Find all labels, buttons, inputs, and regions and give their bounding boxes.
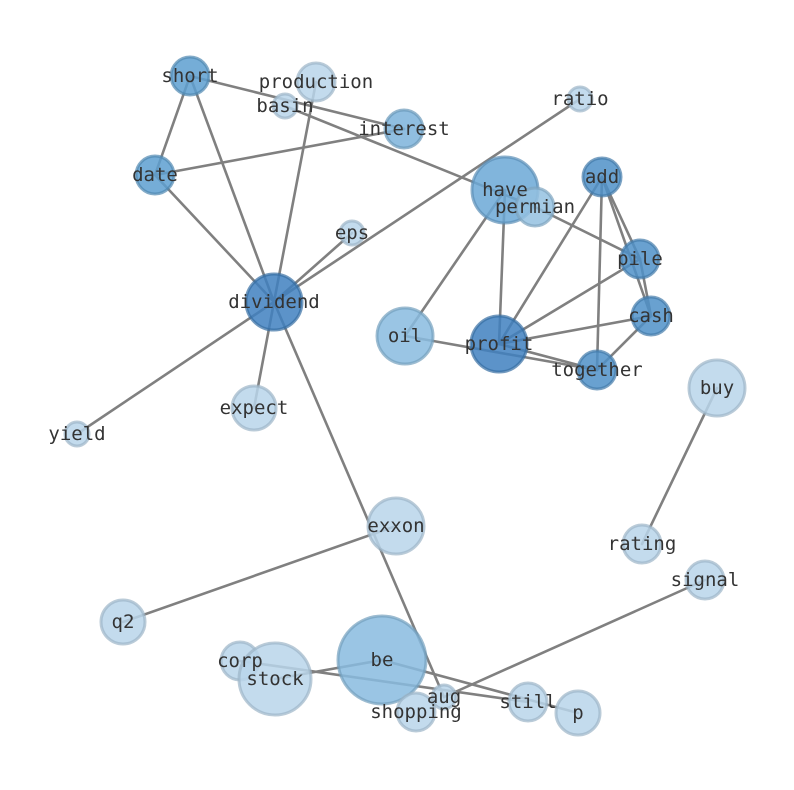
node-label-buy: buy [700,377,734,399]
node-pile [619,238,661,280]
node-permian [514,186,556,228]
node-label-basin: basin [256,95,313,117]
node-label-add: add [585,166,619,188]
node-be [336,614,428,706]
node-label-production: production [259,71,373,93]
edge-exxon-q2 [121,524,398,624]
node-exxon [366,496,426,556]
node-label-shopping: shopping [370,701,462,723]
node-label-exxon: exxon [367,515,424,537]
node-production [295,61,337,103]
node-basin [271,92,299,120]
node-label-oil: oil [388,325,422,347]
node-stock [237,641,313,717]
node-ratio [566,85,594,113]
node-label-pile: pile [617,248,663,270]
nodes-layer [63,55,747,737]
edge-add-profit [497,175,604,346]
node-rating [621,523,663,565]
edge-dividend-yield [75,300,276,436]
node-buy [687,358,747,418]
node-add [581,156,623,198]
node-shopping [395,691,437,733]
node-profit [469,314,529,374]
node-label-rating: rating [608,533,677,555]
node-label-be: be [371,649,394,671]
node-label-together: together [551,359,643,381]
node-date [134,154,176,196]
node-dividend [244,272,304,332]
node-label-stock: stock [246,668,304,690]
node-p [554,689,602,737]
node-label-yield: yield [48,423,105,445]
node-together [576,349,618,391]
node-label-signal: signal [671,569,740,591]
edge-add-together [595,175,604,372]
node-label-cash: cash [628,305,674,327]
node-label-aug: aug [427,686,461,708]
node-signal [684,559,726,601]
node-label-profit: profit [465,333,534,355]
node-short [169,55,211,97]
edge-interest-date [153,127,406,177]
node-eps [338,219,366,247]
node-interest [383,108,425,150]
node-label-eps: eps [335,222,369,244]
edge-production-dividend [272,80,318,304]
node-label-interest: interest [358,118,450,140]
node-label-expect: expect [220,397,289,419]
node-oil [375,306,435,366]
edge-short-dividend [188,74,276,304]
node-label-date: date [132,164,178,186]
node-aug [430,683,458,711]
node-q2 [99,598,147,646]
node-label-q2: q2 [112,611,135,633]
edge-signal-aug [442,578,707,699]
node-label-still: still [499,691,556,713]
node-yield [63,420,91,448]
node-label-short: short [161,65,218,87]
node-cash [630,295,672,337]
node-label-ratio: ratio [551,88,608,110]
node-expect [230,384,278,432]
node-still [507,681,549,723]
node-label-permian: permian [495,196,575,218]
node-label-corp: corp [217,650,263,672]
node-label-have: have [482,179,528,201]
node-label-dividend: dividend [228,291,320,313]
edge-ratio-dividend [272,97,582,304]
node-label-p: p [572,702,583,724]
